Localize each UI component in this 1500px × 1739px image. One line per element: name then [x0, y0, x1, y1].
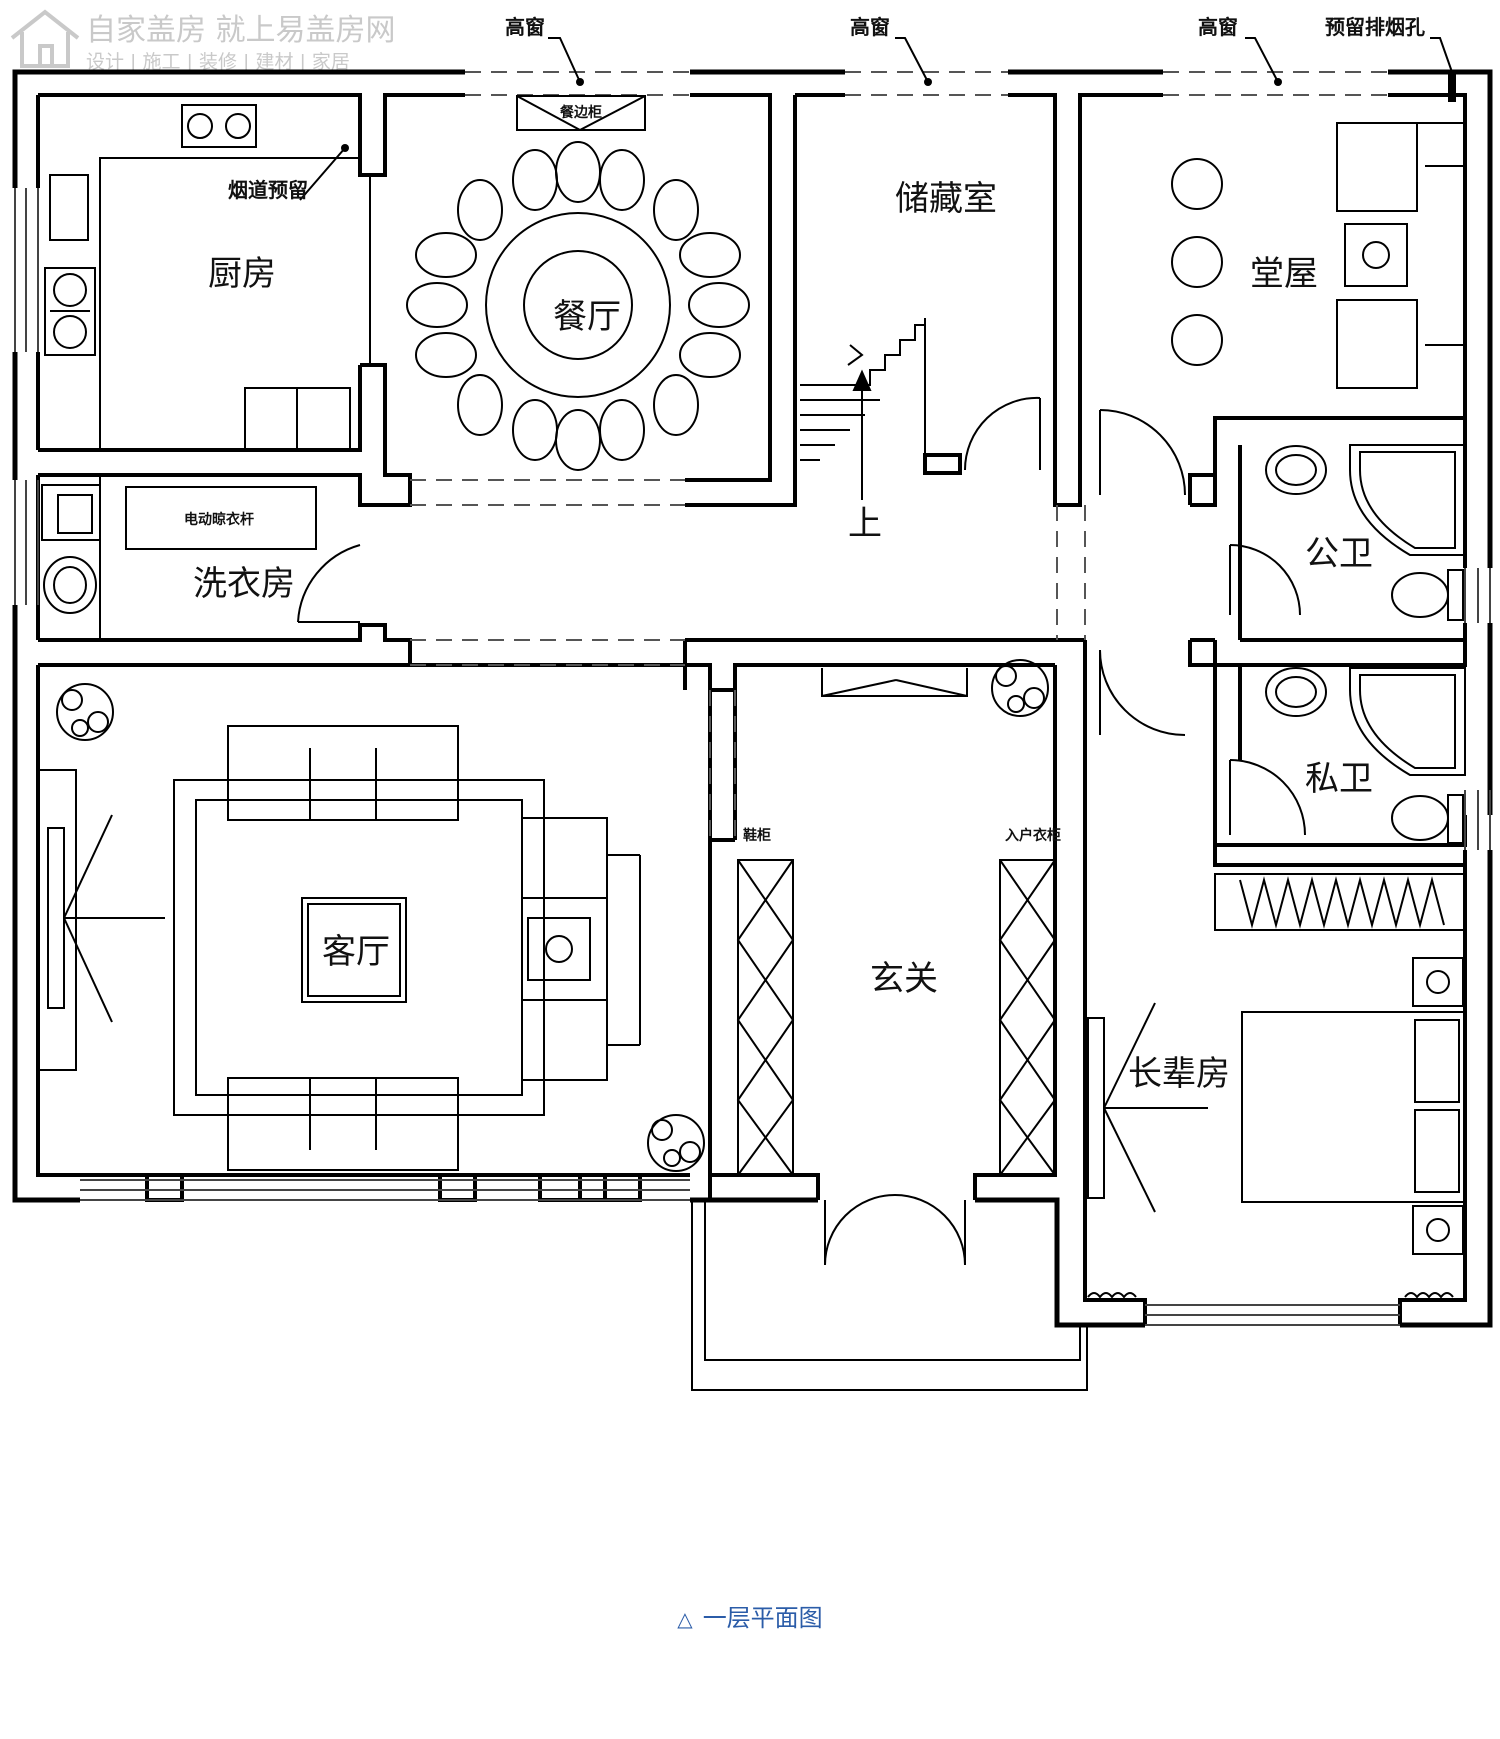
watermark-line1: 自家盖房 就上易盖房网 — [86, 13, 396, 48]
plant-icon — [56, 659, 1049, 1172]
room-foyer: 玄关 — [870, 959, 938, 999]
staircase — [800, 318, 926, 500]
high-window-label-1: 高窗 — [505, 15, 545, 39]
drying-rack-label: 电动晾衣杆 — [184, 511, 254, 528]
laundry-fixtures — [41, 475, 317, 640]
room-private-bath: 私卫 — [1305, 759, 1373, 799]
side-windows — [14, 188, 1491, 1326]
sideboard-label: 餐边柜 — [559, 104, 602, 121]
room-dining: 餐厅 — [553, 297, 621, 337]
room-laundry: 洗衣房 — [193, 564, 295, 604]
room-kitchen: 厨房 — [208, 254, 276, 294]
elder-room-fixtures — [1087, 873, 1466, 1299]
public-bath-fixtures — [1265, 444, 1466, 621]
room-hall: 堂屋 — [1250, 254, 1318, 294]
foyer-fixtures — [736, 668, 1057, 1176]
room-storage: 储藏室 — [895, 179, 997, 219]
house-logo-icon — [10, 9, 80, 68]
flue-hole-label: 预留排烟孔 — [1325, 15, 1425, 39]
porch-outline — [691, 1200, 1088, 1391]
caption-text: 一层平面图 — [702, 1604, 823, 1632]
hall-fixtures — [1171, 122, 1465, 389]
exterior-walls — [12, 69, 1493, 1328]
triangle-icon: △ — [677, 1607, 693, 1631]
entry-wardrobe-label: 入户衣柜 — [1005, 827, 1061, 844]
stair-up-label: 上 — [848, 504, 882, 544]
dining-chairs — [406, 141, 750, 471]
annotation-dots — [341, 70, 1456, 152]
living-fixtures — [37, 725, 641, 1171]
room-public-bath: 公卫 — [1305, 534, 1373, 574]
kitchen-fixtures — [44, 104, 371, 450]
watermark: 自家盖房 就上易盖房网 设计 | 施工 | 装修 | 建材 | 家居 — [10, 9, 396, 73]
plan-caption: △ 一层平面图 — [0, 1598, 1500, 1633]
high-windows — [410, 71, 1388, 840]
room-elder: 长辈房 — [1128, 1054, 1230, 1094]
doors — [297, 396, 1306, 1266]
leader-lines — [299, 37, 1453, 201]
high-window-label-3: 高窗 — [1198, 15, 1238, 39]
shoe-cabinet-label: 鞋柜 — [743, 827, 771, 844]
flue-reserve-label: 烟道预留 — [228, 178, 308, 202]
room-living: 客厅 — [322, 932, 390, 972]
dining-table — [406, 95, 750, 471]
private-bath-fixtures — [1265, 667, 1466, 844]
watermark-line2: 设计 | 施工 | 装修 | 建材 | 家居 — [86, 51, 350, 73]
high-window-label-2: 高窗 — [850, 15, 890, 39]
